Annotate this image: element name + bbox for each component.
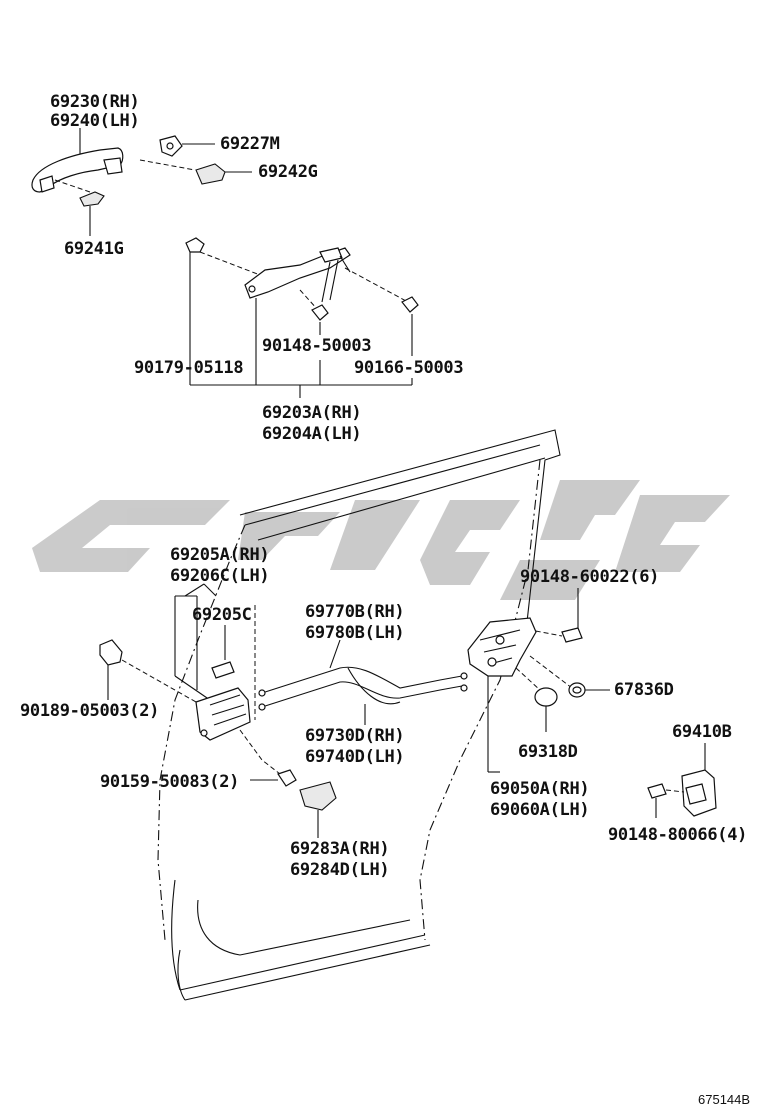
pad-rear-part: [79, 191, 105, 207]
label-pad-rear: 69241G: [64, 239, 124, 259]
dash-clip: [121, 659, 197, 703]
screw-2-part: [277, 769, 297, 787]
label-frame-lh: 69204A(LH): [262, 424, 361, 444]
bumper-part: [568, 682, 586, 698]
label-plug: 69318D: [518, 742, 578, 762]
label-bezel-rh: 69283A(RH): [290, 839, 389, 859]
striker-screw-part: [647, 783, 667, 799]
label-pad-front: 69242G: [258, 162, 318, 182]
label-frame-bolt-2: 90148-50003: [262, 336, 371, 356]
label-striker-screw: 90148-80066(4): [608, 825, 747, 845]
label-frame-bolt-1: 90179-05118: [134, 358, 243, 378]
label-frame-bolt-3: 90166-50003: [354, 358, 463, 378]
cover-part: [159, 135, 183, 157]
label-lock-cable-lh: 69740D(LH): [305, 747, 404, 767]
label-screw-2: 90159-50083(2): [100, 772, 239, 792]
figure-number: 675144B: [698, 1092, 750, 1107]
bezel-part: [299, 781, 337, 811]
label-cable-lh: 69780B(LH): [305, 623, 404, 643]
label-lock-rh: 69050A(RH): [490, 779, 589, 799]
leader-inside-handle-e: [174, 675, 211, 701]
label-lock-cable-rh: 69730D(RH): [305, 726, 404, 746]
frame-bolt-part-1: [185, 237, 205, 253]
dash-frame-bolt-3: [344, 267, 409, 303]
dash-handle-pad: [54, 179, 91, 193]
outside-handle-part: [31, 147, 124, 193]
lock-part: [467, 617, 537, 677]
dash-frame-bolt-2: [299, 289, 319, 311]
label-handle-rh: 69230(RH): [50, 92, 139, 112]
leader-inside-handle-b: [203, 583, 217, 597]
striker-part: [681, 769, 717, 817]
lock-screw-part: [561, 627, 583, 643]
inside-handle-small-part: [211, 661, 235, 679]
label-frame-rh: 69203A(RH): [262, 403, 361, 423]
label-bezel-lh: 69284D(LH): [290, 860, 389, 880]
plug-part: [534, 687, 558, 707]
leader-cable: [329, 639, 341, 669]
label-lock-screw: 90148-60022(6): [520, 567, 659, 587]
label-lock-lh: 69060A(LH): [490, 800, 589, 820]
cable-part: [258, 666, 468, 711]
watermark-logo: [32, 480, 730, 600]
label-inside-handle-sub: 69205C: [192, 605, 252, 625]
label-cover: 69227M: [220, 134, 280, 154]
frame-bolt-part-2: [311, 304, 329, 321]
pad-front-part: [195, 163, 226, 185]
label-clip: 90189-05003(2): [20, 701, 159, 721]
frame-part: [244, 247, 351, 303]
label-inside-handle-lh: 69206C(LH): [170, 566, 269, 586]
label-cable-rh: 69770B(RH): [305, 602, 404, 622]
dash-striker-screw: [665, 789, 685, 793]
clip-part: [99, 639, 123, 666]
label-striker: 69410B: [672, 722, 732, 742]
dash-bumper: [529, 655, 573, 689]
label-handle-lh: 69240(LH): [50, 111, 139, 131]
dash-cover: [139, 159, 196, 171]
dash-lock-screw: [519, 627, 563, 637]
frame-bolt-part-3: [401, 296, 419, 313]
leader-inside-handle-a: [184, 583, 205, 597]
dash-plug: [515, 667, 541, 691]
inside-handle-part: [195, 687, 251, 741]
dash-frame-bolt-1: [199, 251, 261, 276]
label-bumper: 67836D: [614, 680, 674, 700]
label-inside-handle-rh: 69205A(RH): [170, 545, 269, 565]
dash-screw-2: [239, 729, 281, 775]
